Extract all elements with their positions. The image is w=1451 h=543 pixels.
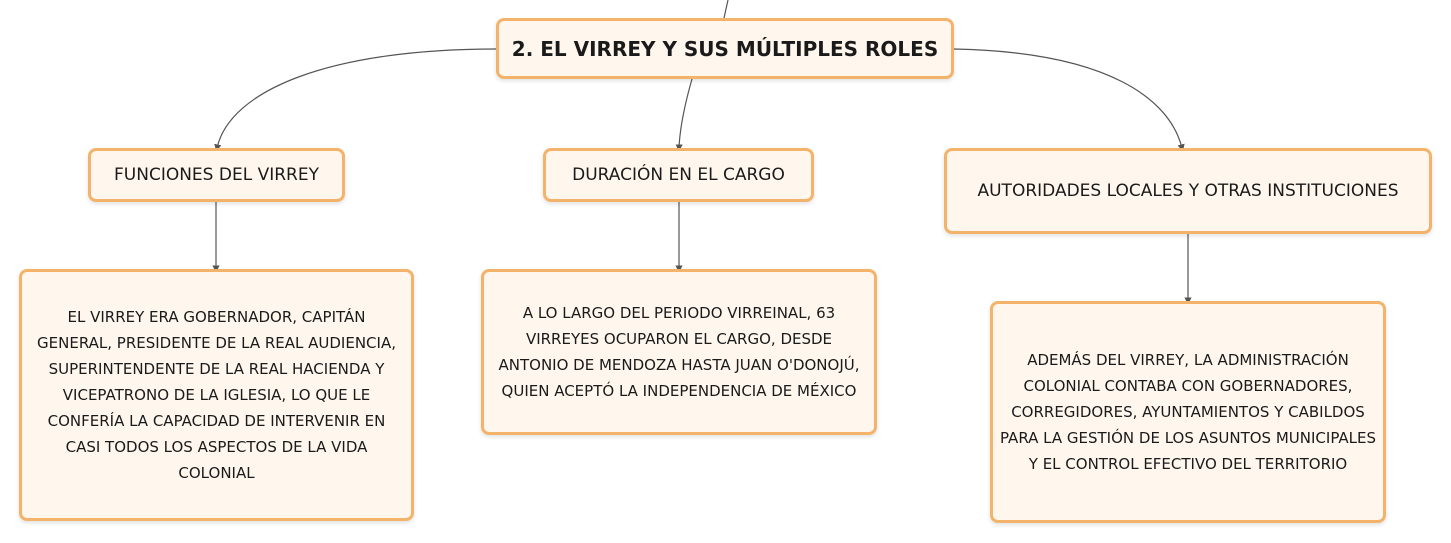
topic-label: FUNCIONES DEL VIRREY — [114, 165, 319, 185]
detail-node-autoridades[interactable]: ADEMÁS DEL VIRREY, LA ADMINISTRACIÓN COL… — [990, 301, 1386, 523]
detail-node-funciones[interactable]: EL VIRREY ERA GOBERNADOR, CAPITÁN GENERA… — [19, 269, 414, 521]
detail-text: EL VIRREY ERA GOBERNADOR, CAPITÁN GENERA… — [37, 308, 396, 482]
detail-text: A LO LARGO DEL PERIODO VIRREINAL, 63 VIR… — [498, 304, 860, 400]
connector-root-topic-2 — [675, 78, 693, 152]
root-node[interactable]: 2. EL VIRREY Y SUS MÚLTIPLES ROLES — [496, 18, 954, 79]
topic-node-autoridades[interactable]: AUTORIDADES LOCALES Y OTRAS INSTITUCIONE… — [944, 148, 1432, 234]
topic-node-funciones[interactable]: FUNCIONES DEL VIRREY — [88, 148, 345, 202]
connector-root-topic-1 — [214, 48, 497, 152]
topic-label: AUTORIDADES LOCALES Y OTRAS INSTITUCIONE… — [977, 181, 1399, 201]
incoming-connector — [723, 0, 729, 19]
detail-text: ADEMÁS DEL VIRREY, LA ADMINISTRACIÓN COL… — [999, 351, 1377, 473]
root-title: 2. EL VIRREY Y SUS MÚLTIPLES ROLES — [511, 36, 939, 61]
topic-label: DURACIÓN EN EL CARGO — [572, 165, 785, 185]
connector-root-topic-3 — [953, 48, 1185, 152]
topic-node-duracion[interactable]: DURACIÓN EN EL CARGO — [543, 148, 814, 202]
detail-node-duracion[interactable]: A LO LARGO DEL PERIODO VIRREINAL, 63 VIR… — [481, 269, 877, 435]
